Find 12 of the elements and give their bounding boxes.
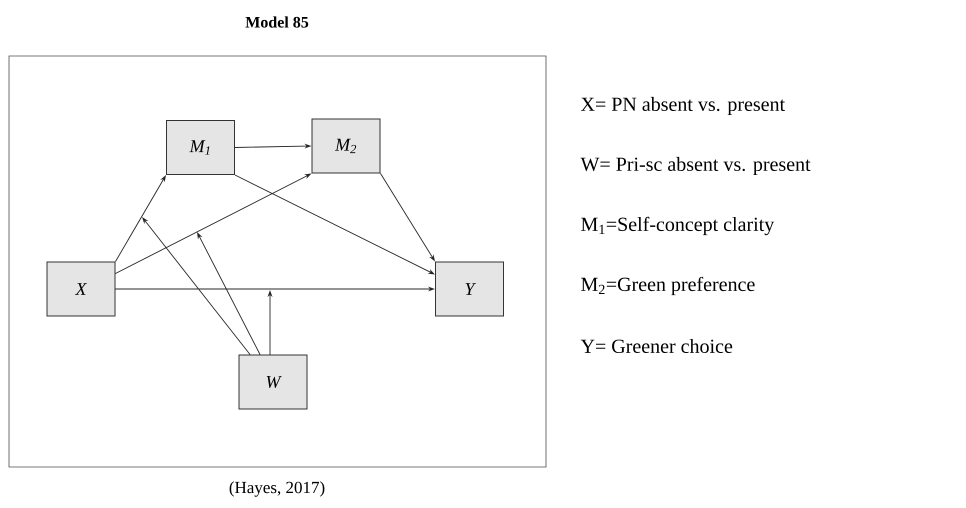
- title: Model 85: [246, 16, 308, 28]
- variable-box: M$_{2}$: [312, 118, 380, 174]
- variable-box: Y: [435, 262, 504, 316]
- definition-text: W= Pri-sc absent vs. present: [580, 156, 811, 176]
- definition-text: M$_{1}$=Self-concept clarity: [581, 216, 774, 236]
- definition-text: Y= Greener choice: [580, 338, 732, 354]
- caption: (Hayes, 2017): [230, 481, 324, 497]
- definition-text: X= PN absent vs. present: [580, 96, 785, 116]
- variable-box: X: [46, 262, 116, 316]
- variable-box: M$_{1}$: [166, 120, 235, 175]
- variable-box: W: [238, 354, 308, 410]
- definition-text: M$_{2}$=Green preference: [581, 276, 755, 296]
